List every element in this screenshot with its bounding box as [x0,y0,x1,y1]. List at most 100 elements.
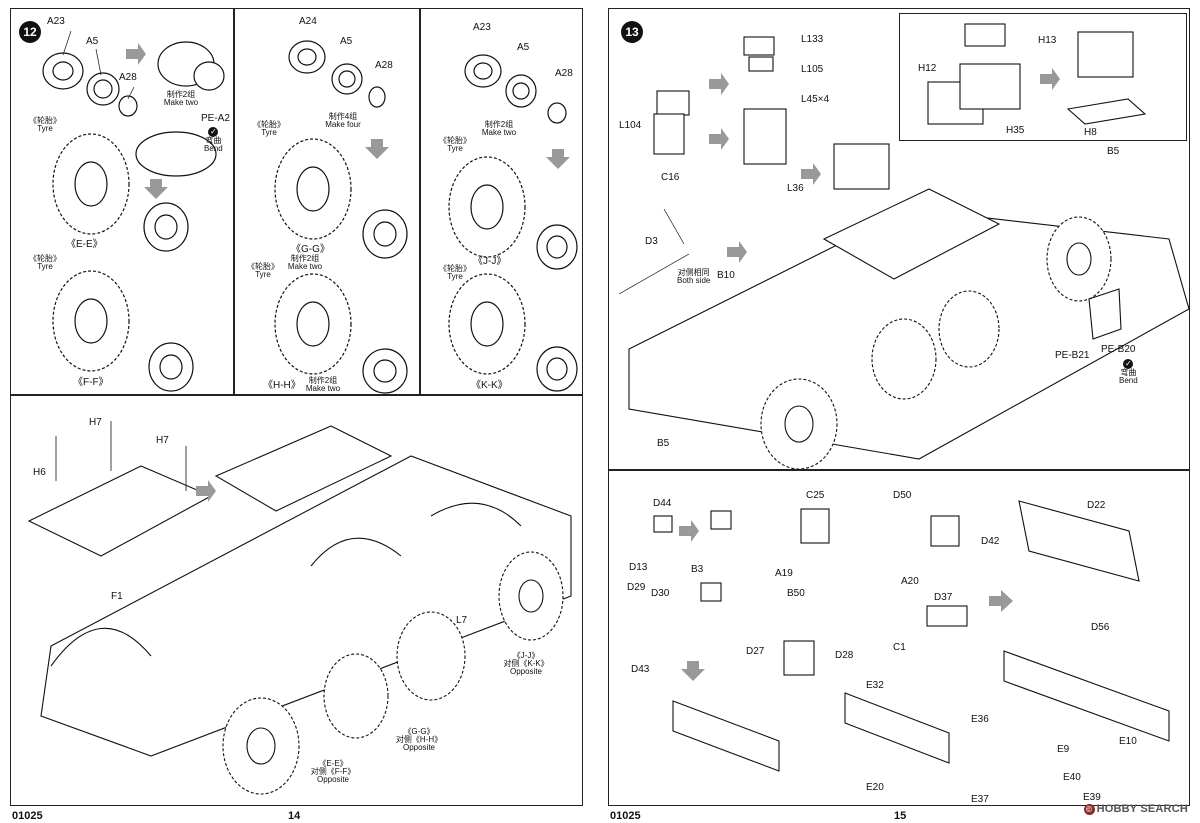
cn-note: 《轮胎》 [29,254,61,263]
cn-note: 制作2组 [484,120,514,129]
inset-box-h12: H13 H12 H35 H8 [899,13,1187,141]
en-note: Tyre [261,128,277,137]
part-label: C25 [806,490,825,501]
en-note: Bend [1119,376,1138,385]
cn-note: 《轮胎》 [29,116,61,125]
panel-step-13-sub: D44 D13 B3 C25 A19 D50 D42 A20 D22 D56 D… [608,470,1190,806]
en-note: Opposite [316,775,350,784]
wheel-ee-drawing [42,30,225,392]
en-note: Make four [325,120,361,129]
wheel-code: 《J-J》 [473,256,507,267]
wheel-code: 《K-K》 [471,380,508,391]
part-label: D27 [746,646,765,657]
cn-note: 《轮胎》 [439,136,471,145]
en-note: Tyre [37,262,53,271]
part-label: A23 [473,22,491,33]
part-label: D44 [653,498,672,509]
jj-note: 《J-J》 对侧《K-K》 Opposite [503,652,548,676]
part-label: E39 [1083,792,1101,803]
part-label: A5 [517,42,530,53]
part-label: F1 [111,591,123,602]
wheel-gg-drawing [274,40,408,394]
part-label: D29 [627,582,646,593]
watermark-text: HOBBY SEARCH [1096,803,1188,815]
watermark: ©HOBBY SEARCH [1083,803,1188,815]
part-label: E10 [1119,736,1137,747]
en-note: Make two [481,128,517,137]
check-icon: ✓ [208,127,219,137]
part-label: A19 [775,568,793,579]
en-note: Make two [287,262,323,271]
wheel-code: 《H-H》 [263,380,301,391]
en-note: Opposite [509,667,543,676]
part-label: A20 [901,576,919,587]
part-label: D42 [981,536,1000,547]
part-label: A5 [86,36,99,47]
part-label: A5 [340,36,353,47]
en-note: Tyre [255,270,271,279]
part-label: B50 [787,588,805,599]
tyre-label: 《轮胎》 Tyre [247,263,279,279]
part-label: D13 [629,562,648,573]
cn-note: 《轮胎》 [247,262,279,271]
part-label: E20 [866,782,884,793]
wheel-code: 《J-J》 [512,651,540,660]
part-label: L104 [619,120,642,131]
tyre-label: 《轮胎》 Tyre [29,255,61,271]
part-label: D3 [645,236,658,247]
part-label: D50 [893,490,912,501]
part-label: L36 [787,183,804,194]
wheel-code: 《E-E》 [66,239,103,250]
part-label: H7 [89,417,102,428]
en-note: Both side [677,276,711,285]
bend-note: ✓ 弯曲 Bend [1119,359,1138,385]
step-13-top-drawing [618,36,1190,470]
bend-note: ✓ 弯曲 Bend [204,127,223,153]
panel-wheel-jj: A23 A5 A28 制作2组 Make two 《轮胎》 Tyre 《J-J》… [420,8,583,395]
page-code: 01025 [610,810,641,822]
en-note: Bend [204,144,223,153]
part-label: B10 [717,270,735,281]
cn-note: 制作2组 [308,376,338,385]
cn-note: 《轮胎》 [439,264,471,273]
pe-label: PE-B21 [1055,350,1090,361]
cn-note: 弯曲 [205,136,222,145]
part-label: C16 [661,172,680,183]
part-label: D56 [1091,622,1110,633]
page-15: 13 L133 L105 L45×4 L104 L36 C16 D3 对侧相同 … [608,8,1190,822]
part-label: C1 [893,642,906,653]
wheel-code: 《G-G》 [403,727,435,736]
step-13-sub-drawing [653,500,1170,772]
make-two-note: 制作2组 Make two [288,255,322,271]
tyre-label: 《轮胎》 Tyre [439,265,471,281]
part-label: L45×4 [801,94,830,105]
inset-drawing [927,23,1147,125]
en-note: Opposite [402,743,436,752]
tyre-label: 《轮胎》 Tyre [29,117,61,133]
pe-label: PE-B20 [1101,344,1136,355]
en-note: Make two [305,384,341,393]
part-label: B3 [691,564,704,575]
both-side-note: 对侧相同 Both side [677,269,710,285]
cn-note: 《轮胎》 [253,120,285,129]
hobby-search-logo-icon: © [1083,803,1095,815]
part-label: A28 [375,60,393,71]
part-label: E32 [866,680,884,691]
part-label: D37 [934,592,953,603]
part-label: H13 [1038,35,1057,46]
part-label: E37 [971,794,989,805]
part-label: D22 [1087,500,1106,511]
cn-note: 对侧《F-F》 [310,767,356,776]
ee-note: 《E-E》 对侧《F-F》 Opposite [311,760,355,784]
part-label: B5 [657,438,670,449]
cn-note: 对侧《K-K》 [503,659,549,668]
part-label: L133 [801,34,824,45]
cn-note: 制作2组 [166,90,196,99]
cn-note: 弯曲 [1120,368,1137,377]
make-two-note: 制作2组 Make two [482,121,516,137]
panel-step-13-top: 13 L133 L105 L45×4 L104 L36 C16 D3 对侧相同 … [608,8,1190,470]
make-two-note: 制作2组 Make two [306,377,340,393]
part-label: H7 [156,435,169,446]
part-label: D43 [631,664,650,675]
part-label: B5 [1107,146,1120,157]
